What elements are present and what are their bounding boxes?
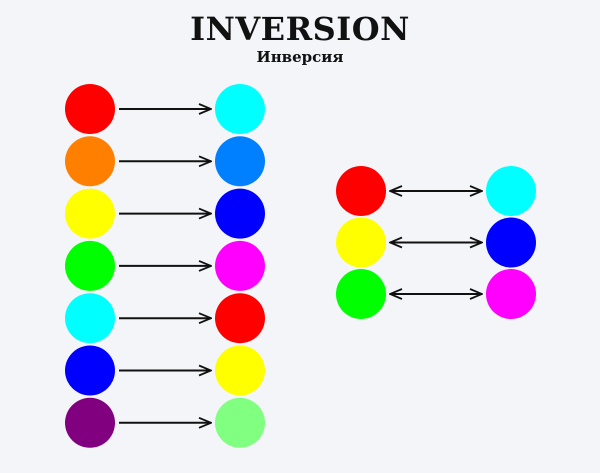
source-color-circle bbox=[336, 217, 386, 268]
inverted-color-circle bbox=[215, 136, 265, 187]
source-color-circle bbox=[336, 269, 386, 319]
pair-row bbox=[65, 188, 265, 239]
source-color-circle bbox=[65, 188, 115, 239]
pair-row bbox=[65, 136, 265, 187]
left-diagram bbox=[65, 84, 265, 448]
source-color-circle bbox=[65, 345, 115, 396]
pair-row bbox=[65, 240, 265, 291]
pair-row bbox=[336, 269, 536, 319]
source-color-circle bbox=[65, 240, 115, 291]
inverted-color-circle bbox=[215, 240, 265, 291]
inverted-color-circle bbox=[486, 217, 536, 268]
source-color-circle bbox=[65, 397, 115, 448]
inverted-color-circle bbox=[486, 269, 536, 319]
inverted-color-circle bbox=[215, 397, 265, 448]
pair-row bbox=[65, 345, 265, 396]
inverted-color-circle bbox=[215, 345, 265, 396]
source-color-circle bbox=[65, 293, 115, 344]
source-color-circle bbox=[336, 166, 386, 216]
source-color-circle bbox=[65, 84, 115, 134]
pair-row bbox=[336, 166, 536, 216]
pair-row bbox=[336, 217, 536, 268]
pair-row bbox=[65, 84, 265, 134]
page-subtitle: Инверсия bbox=[256, 48, 344, 66]
inverted-color-circle bbox=[215, 293, 265, 344]
inverted-color-circle bbox=[215, 84, 265, 134]
source-color-circle bbox=[65, 136, 115, 187]
pair-row bbox=[65, 397, 265, 448]
pair-row bbox=[65, 293, 265, 344]
page-title: INVERSION bbox=[190, 10, 410, 48]
inverted-color-circle bbox=[215, 188, 265, 239]
right-diagram bbox=[336, 166, 536, 319]
inverted-color-circle bbox=[486, 166, 536, 216]
